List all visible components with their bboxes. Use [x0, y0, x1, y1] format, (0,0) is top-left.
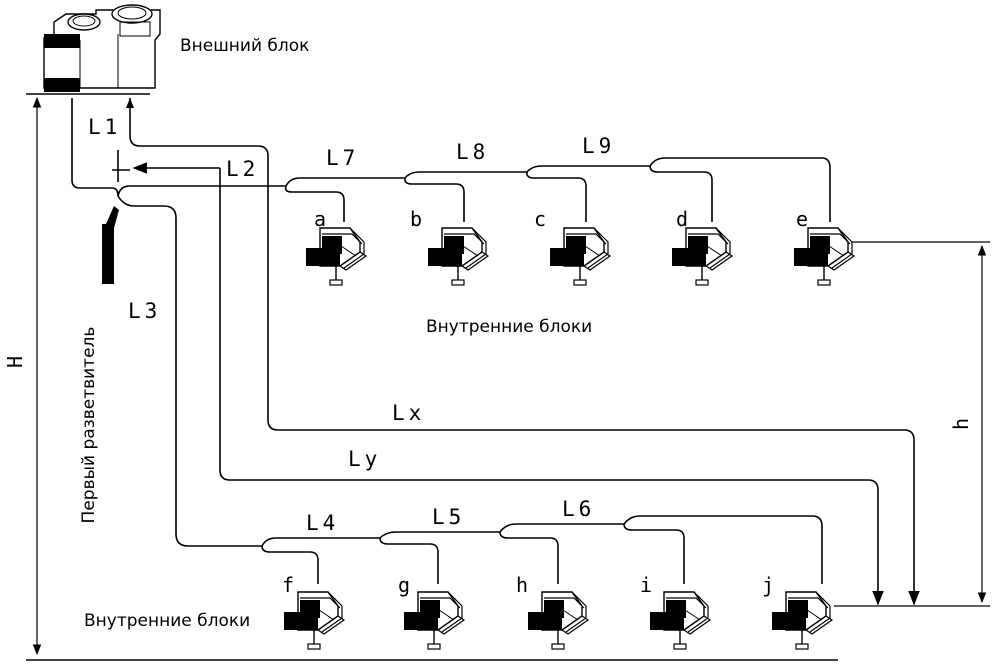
indoor-units-bottom-label: Внутренние блоки: [84, 611, 250, 631]
indoor-unit-i: i: [640, 573, 711, 650]
pipe-to-c: [526, 171, 587, 222]
label-L4: L4: [306, 511, 339, 535]
unit-letter: a: [314, 207, 326, 231]
pipe-to-h: [499, 531, 559, 584]
indoor-unit-g: g: [398, 573, 465, 650]
indoor-unit-j: j: [762, 573, 833, 650]
height-h-label: h: [949, 418, 973, 430]
label-L3: L3: [128, 299, 161, 323]
label-Ly: Ly: [348, 447, 381, 471]
label-L7: L7: [326, 146, 359, 170]
indoor-unit-e: e: [793, 207, 855, 286]
unit-letter: g: [398, 573, 410, 597]
unit-letter: h: [516, 573, 528, 597]
label-L8: L8: [456, 140, 489, 164]
label-Lx: Lx: [392, 401, 425, 425]
pipe-upper-trunk: [117, 177, 405, 197]
indoor-unit-c: c: [534, 207, 611, 286]
outdoor-unit-icon: [43, 4, 161, 92]
unit-letter: i: [640, 573, 652, 597]
unit-letter: e: [796, 207, 808, 231]
unit-letter: d: [676, 207, 688, 231]
first-branch-joint-icon: [102, 224, 114, 284]
indoor-unit-h: h: [516, 573, 589, 650]
unit-letter: f: [282, 573, 294, 597]
pipe-to-a: [284, 185, 345, 222]
pipe-to-i: [623, 523, 685, 584]
indoor-unit-a: a: [305, 207, 367, 286]
pipe-to-g: [379, 537, 439, 584]
indoor-unit-b: b: [410, 207, 489, 286]
first-branch-label: Первый разветвитель: [79, 327, 99, 524]
unit-letter: j: [762, 573, 774, 597]
pipe-to-f: [261, 545, 319, 584]
pipe-to-b: [404, 177, 465, 222]
label-L1: L1: [88, 115, 121, 139]
unit-letter: c: [534, 207, 546, 231]
pipe-Lx: [129, 98, 920, 606]
indoor-unit-f: f: [282, 573, 345, 650]
pipe-upper-chain: [404, 157, 831, 222]
pipe-L1-main: [71, 98, 119, 197]
height-H-label: H: [3, 356, 27, 368]
label-L9: L9: [582, 134, 615, 158]
unit-letter: b: [410, 207, 422, 231]
indoor-unit-d: d: [671, 207, 733, 286]
outdoor-unit-label: Внешний блок: [180, 36, 309, 56]
pipe-Ly: [219, 168, 884, 606]
indoor-units-top-label: Внутренние блоки: [426, 317, 592, 337]
label-L5: L5: [432, 505, 465, 529]
pipe-to-d: [649, 165, 713, 222]
label-L2: L2: [226, 157, 259, 181]
label-L6: L6: [562, 497, 595, 521]
